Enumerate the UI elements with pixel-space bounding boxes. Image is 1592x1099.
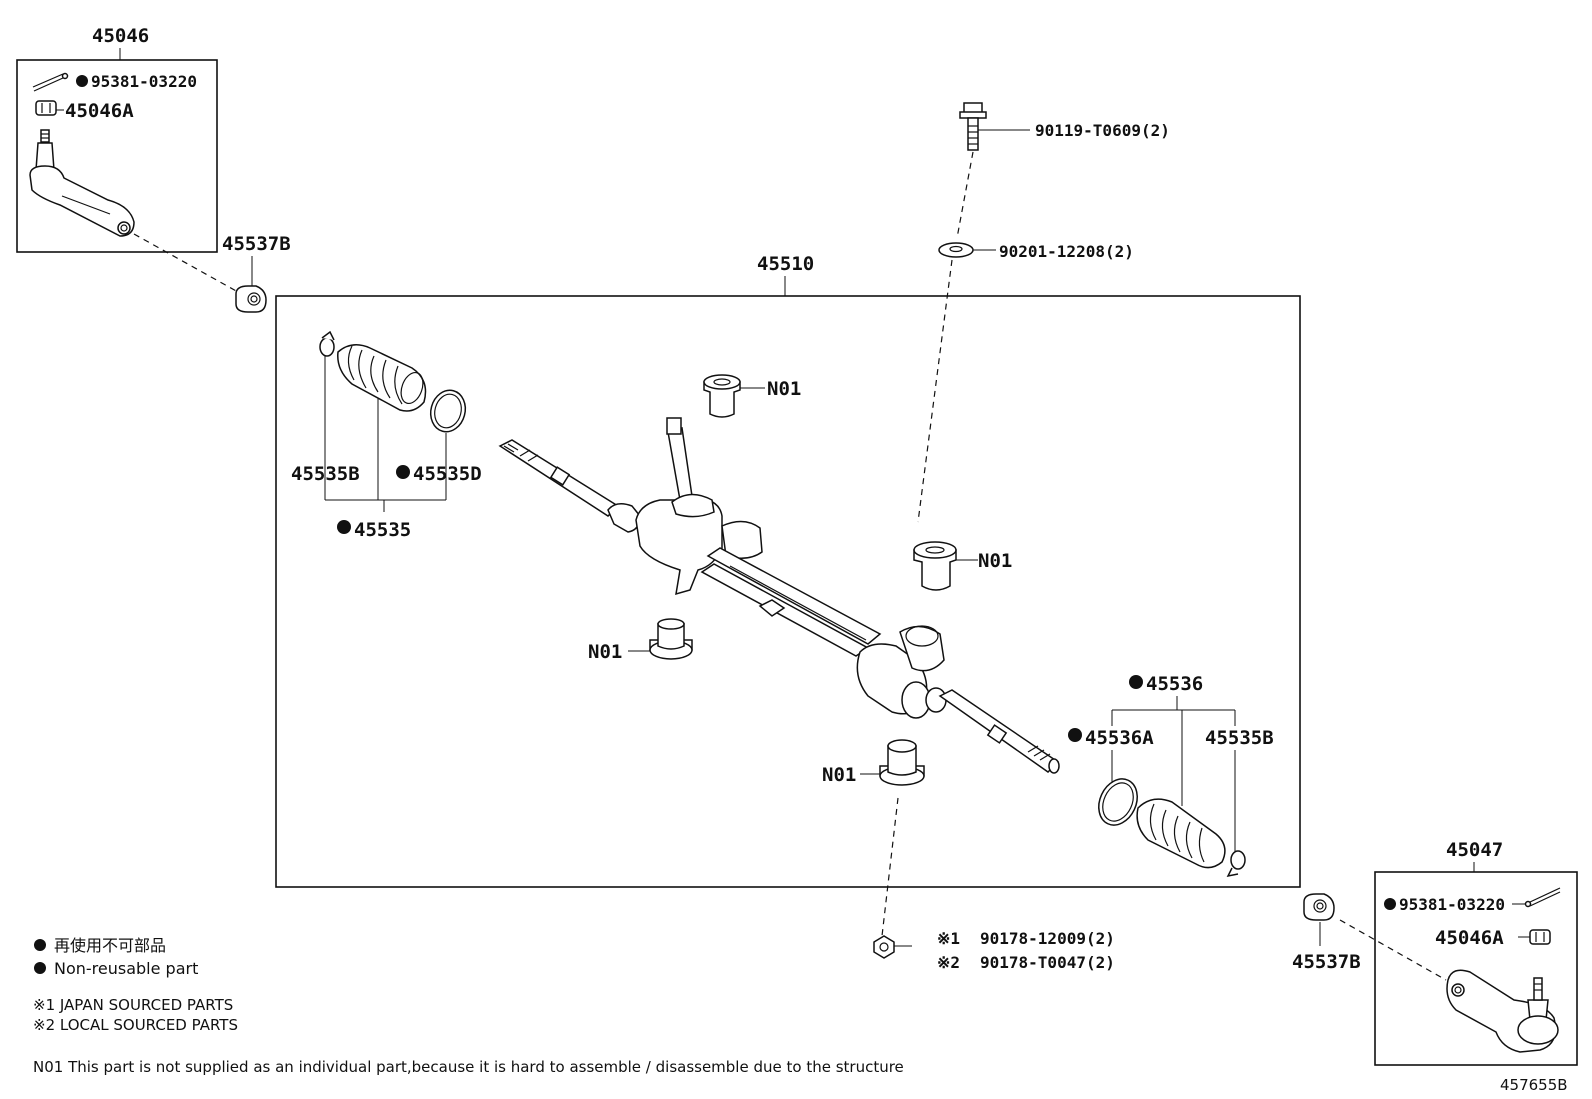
bushing-4-icon: [879, 739, 925, 786]
label-90201[interactable]: 90201-12208(2): [999, 242, 1134, 261]
label-45535B-rh[interactable]: 45535B: [1205, 727, 1274, 749]
boot-band-rh-icon: [1098, 778, 1138, 826]
tie-rod-end-rh-icon: [1446, 969, 1559, 1053]
tie-rod-end-lh-icon: [29, 129, 135, 237]
label-95381-rh[interactable]: 95381-03220: [1399, 895, 1505, 914]
label-45046A-lh[interactable]: 45046A: [65, 100, 134, 122]
washer-icon: [938, 242, 974, 258]
cotter-pin-rh-icon: [1524, 887, 1561, 908]
legend-dot-icon: [34, 962, 46, 974]
legend-local-sourced: ※2 LOCAL SOURCED PARTS: [33, 1016, 238, 1034]
non-reusable-dot-icon: [1129, 675, 1143, 689]
castle-nut-lh-icon: [35, 100, 57, 116]
label-95381-lh[interactable]: 95381-03220: [91, 72, 197, 91]
bolt-icon: [959, 102, 987, 151]
label-45510[interactable]: 45510: [757, 253, 814, 275]
label-45046[interactable]: 45046: [92, 25, 149, 47]
nut-bottom-icon: [873, 935, 895, 959]
label-90178-12009[interactable]: 90178-12009(2): [980, 929, 1115, 948]
label-45536A[interactable]: 45536A: [1085, 727, 1154, 749]
non-reusable-dot-icon: [76, 75, 88, 87]
bushing-1-icon: [703, 374, 741, 418]
label-45535[interactable]: 45535: [354, 519, 411, 541]
label-N01-2[interactable]: N01: [978, 550, 1012, 572]
cotter-pin-lh-icon: [32, 72, 69, 92]
lock-nut-lh-icon: [235, 285, 267, 313]
bushing-3-icon: [649, 618, 693, 660]
illustration-id: 457655B: [1500, 1076, 1568, 1094]
legend-non-reusable-jp: 再使用不可部品: [54, 936, 166, 955]
legend-dot-icon: [34, 939, 46, 951]
label-45047[interactable]: 45047: [1446, 839, 1503, 861]
japan-mark: ※1: [937, 929, 960, 948]
label-45535B-lh[interactable]: 45535B: [291, 463, 360, 485]
group-box-45047: [1374, 871, 1578, 1066]
bushing-2-icon: [913, 541, 957, 591]
label-45046A-rh[interactable]: 45046A: [1435, 927, 1504, 949]
label-N01-1[interactable]: N01: [767, 378, 801, 400]
legend-japan-sourced: ※1 JAPAN SOURCED PARTS: [33, 996, 233, 1014]
boot-rh-icon: [1136, 798, 1226, 869]
non-reusable-dot-icon: [337, 520, 351, 534]
legend-n01-note: N01 This part is not supplied as an indi…: [33, 1058, 904, 1076]
legend-non-reusable-en: Non-reusable part: [54, 959, 198, 978]
non-reusable-dot-icon: [1384, 898, 1396, 910]
label-90119[interactable]: 90119-T0609(2): [1035, 121, 1170, 140]
label-45537B-rh[interactable]: 45537B: [1292, 951, 1361, 973]
non-reusable-dot-icon: [396, 465, 410, 479]
label-N01-4[interactable]: N01: [822, 764, 856, 786]
group-box-45510: [275, 295, 1301, 888]
label-N01-3[interactable]: N01: [588, 641, 622, 663]
label-90178-T0047[interactable]: 90178-T0047(2): [980, 953, 1115, 972]
castle-nut-rh-icon: [1529, 929, 1551, 945]
boot-clamp-rh-icon: [1226, 850, 1246, 878]
boot-clamp-lh-icon: [319, 330, 335, 357]
local-mark: ※2: [937, 953, 960, 972]
boot-lh-icon: [337, 344, 427, 412]
label-45535D[interactable]: 45535D: [413, 463, 482, 485]
label-45536[interactable]: 45536: [1146, 673, 1203, 695]
lock-nut-rh-icon: [1303, 893, 1335, 921]
boot-band-lh-icon: [429, 389, 467, 433]
label-45537B-lh[interactable]: 45537B: [222, 233, 291, 255]
group-box-45046: [16, 59, 218, 253]
steering-rack-icon: [498, 417, 1060, 774]
non-reusable-dot-icon: [1068, 728, 1082, 742]
